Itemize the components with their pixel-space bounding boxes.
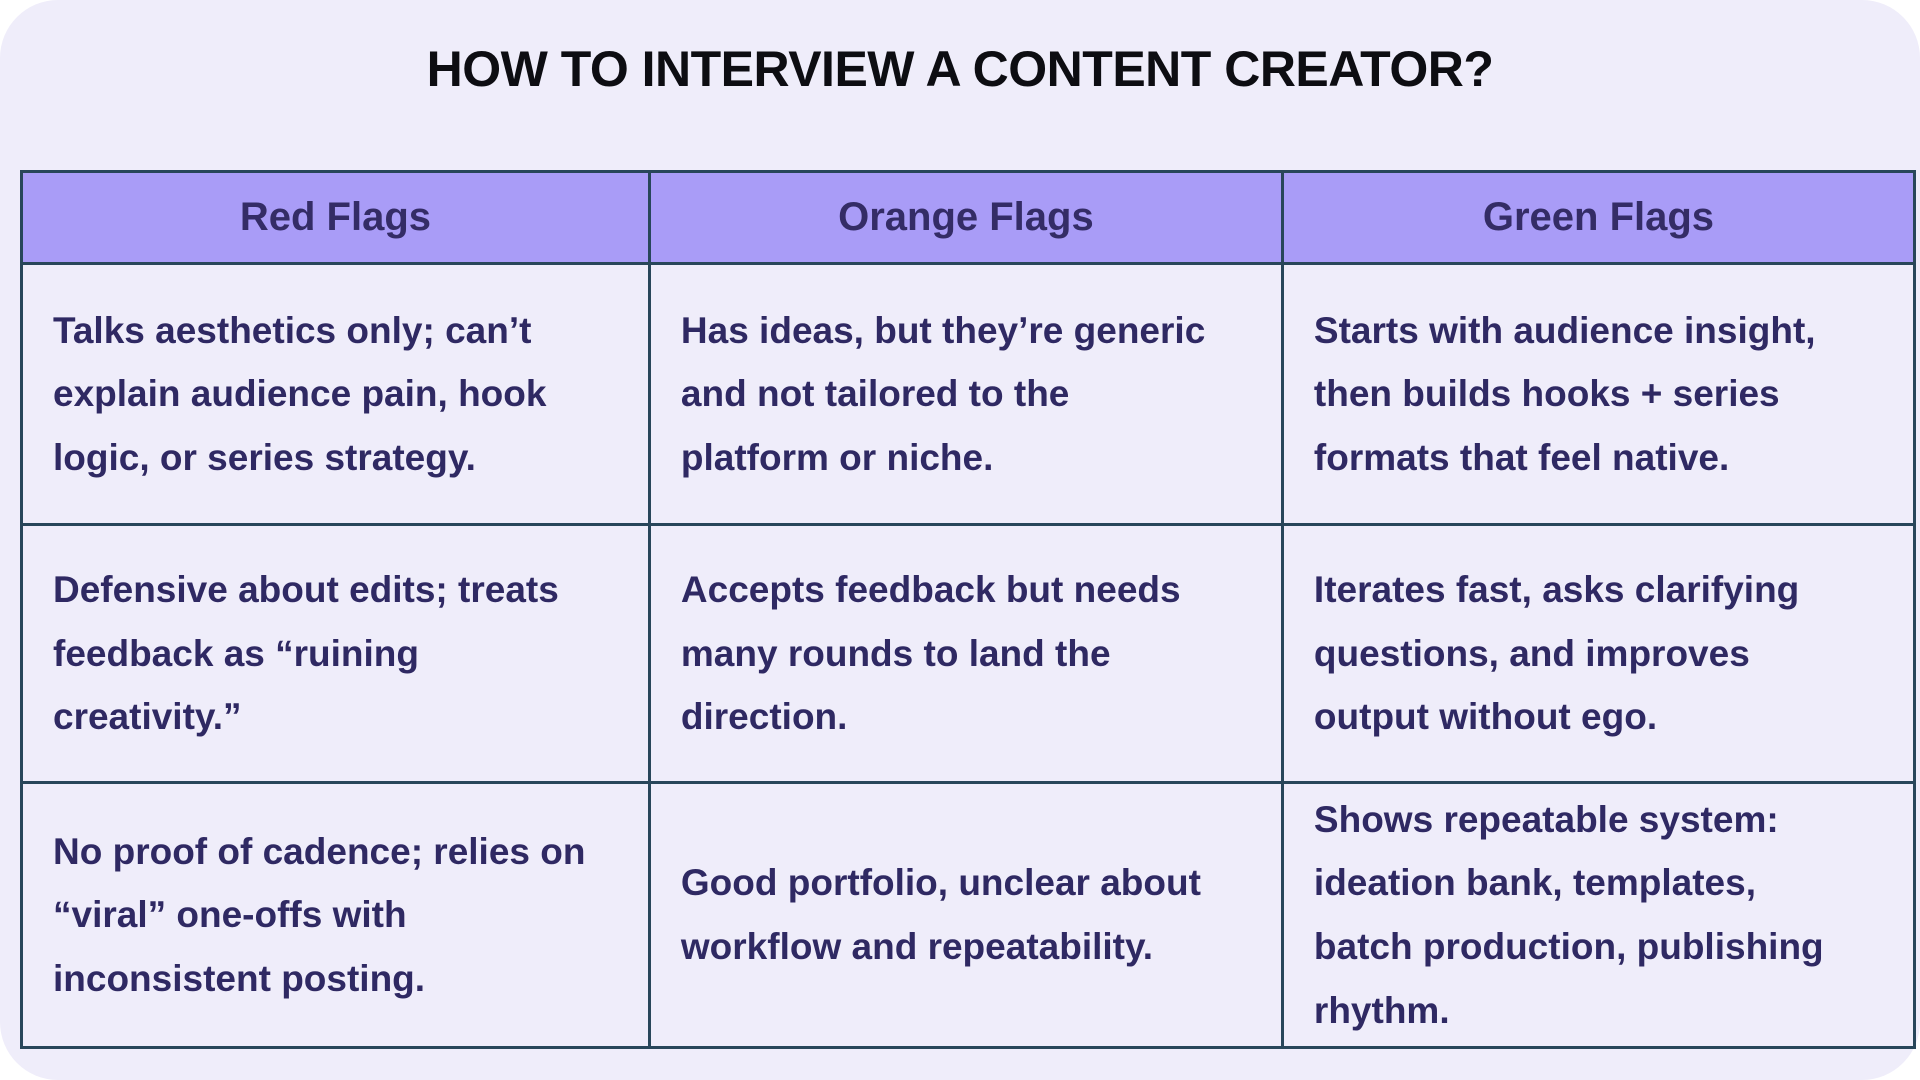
cell-red-row3: No proof of cadence; relies on “viral” o… — [20, 781, 651, 1049]
cell-red-row2: Defensive about edits; treats feedback a… — [20, 523, 651, 784]
cell-orange-row3: Good portfolio, unclear about workflow a… — [647, 781, 1284, 1049]
cell-orange-row2: Accepts feedback but needs many rounds t… — [647, 523, 1284, 784]
page-title: HOW TO INTERVIEW A CONTENT CREATOR? — [426, 41, 1494, 97]
flags-table: Red Flags Orange Flags Green Flags Talks… — [20, 170, 1917, 1049]
cell-green-row2: Iterates fast, asks clarifying questions… — [1280, 523, 1917, 784]
cell-orange-row1: Has ideas, but they’re generic and not t… — [647, 262, 1284, 526]
cell-red-row1: Talks aesthetics only; can’t explain aud… — [20, 262, 651, 526]
table-header-row: Red Flags Orange Flags Green Flags — [20, 170, 1917, 265]
table-row: No proof of cadence; relies on “viral” o… — [20, 781, 1917, 1049]
cell-green-row3: Shows repeatable system: ideation bank, … — [1280, 781, 1917, 1049]
column-header-red-flags: Red Flags — [20, 170, 651, 265]
table-row: Talks aesthetics only; can’t explain aud… — [20, 262, 1917, 526]
table-row: Defensive about edits; treats feedback a… — [20, 523, 1917, 784]
cell-green-row1: Starts with audience insight, then build… — [1280, 262, 1917, 526]
column-header-orange-flags: Orange Flags — [647, 170, 1284, 265]
column-header-green-flags: Green Flags — [1280, 170, 1917, 265]
